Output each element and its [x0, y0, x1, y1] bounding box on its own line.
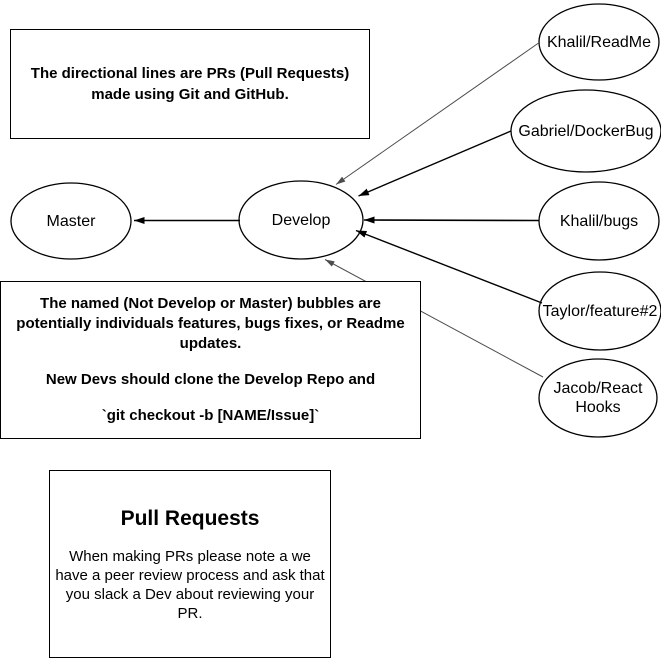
node-gabriel-dockerbug-shape: [510, 89, 661, 173]
note-paragraph: The named (Not Develop or Master) bubble…: [16, 295, 405, 352]
note-paragraph: New Devs should clone the Develop Repo a…: [45, 371, 376, 388]
edge-gabriel-dockerbug-to-develop: [358, 130, 512, 197]
edge-jacob-react-hooks-to-develop: [324, 259, 544, 378]
note-text: The directional lines are PRs (Pull Requ…: [30, 65, 350, 103]
edge-khalil-bugs-to-develop: [363, 216, 540, 224]
note-directional-lines: The directional lines are PRs (Pull Requ…: [10, 29, 370, 139]
edge-khalil-readme-to-develop: [335, 41, 541, 185]
note-title: Pull Requests: [120, 507, 260, 530]
note-named-bubbles: The named (Not Develop or Master) bubble…: [0, 281, 421, 439]
edge-taylor-feature2-to-develop: [355, 229, 543, 304]
node-master-shape: [10, 182, 132, 260]
note-paragraph: `git checkout -b [NAME/Issue]`: [101, 407, 320, 424]
note-body: When making PRs please note a we have a …: [55, 548, 325, 622]
node-develop-shape: [238, 180, 364, 260]
node-khalil-readme-shape: [538, 3, 660, 81]
node-taylor-feature2-shape: [538, 271, 661, 351]
note-pull-requests: Pull Requests When making PRs please not…: [49, 470, 331, 658]
node-jacob-react-hooks-shape: [538, 358, 658, 438]
node-khalil-bugs-shape: [538, 181, 660, 261]
